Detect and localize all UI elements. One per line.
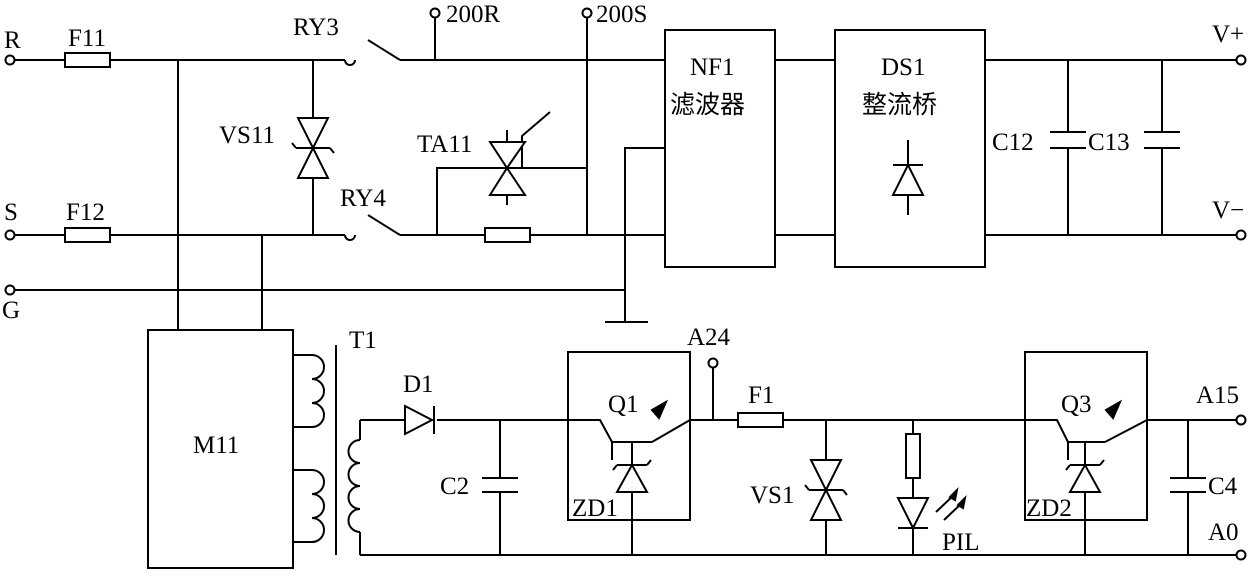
label-ry3: RY3 — [293, 14, 339, 41]
label-r: R — [4, 27, 21, 54]
vs1-symbol — [804, 459, 848, 521]
label-vplus: V+ — [1212, 21, 1244, 48]
terminal-vplus — [1235, 54, 1247, 66]
capacitor-c4-symbol — [1170, 477, 1206, 493]
q1-regulator-symbol — [567, 351, 691, 521]
diode-d1-symbol — [404, 404, 435, 436]
terminal-a24 — [707, 357, 719, 369]
triac-ta11-symbol — [488, 130, 527, 205]
terminal-s — [4, 229, 16, 241]
ds1-bridge-box — [834, 29, 986, 268]
m11-module-box — [147, 329, 294, 569]
fuse-f11-symbol — [64, 52, 111, 68]
terminal-g — [4, 284, 16, 296]
capacitor-c12-symbol — [1050, 131, 1086, 149]
label-c13: C13 — [1088, 129, 1130, 156]
relay-ry3-symbol — [344, 39, 401, 66]
label-pil: PIL — [942, 529, 980, 556]
capacitor-c2-symbol — [482, 477, 518, 493]
label-c4: C4 — [1208, 473, 1238, 500]
label-zd2: ZD2 — [1026, 495, 1072, 522]
label-vminus: V− — [1212, 197, 1244, 224]
terminal-a15 — [1235, 414, 1247, 426]
vs11-symbol — [291, 117, 335, 179]
fuse-f12-symbol — [64, 227, 111, 243]
relay-ry4-symbol — [344, 214, 401, 241]
label-ta11: TA11 — [417, 131, 472, 158]
terminal-a0 — [1235, 549, 1247, 561]
label-a0: A0 — [1208, 519, 1239, 546]
capacitor-c13-symbol — [1144, 131, 1180, 149]
label-m11: M11 — [193, 432, 239, 459]
label-q1: Q1 — [608, 391, 639, 418]
label-g: G — [2, 297, 20, 324]
label-ds1-cn: 整流桥 — [862, 90, 937, 119]
q3-regulator-symbol — [1024, 351, 1148, 521]
label-ry4: RY4 — [340, 185, 386, 212]
nf1-filter-box — [664, 29, 776, 268]
transformer-t1-symbol — [293, 345, 361, 555]
label-f12: F12 — [66, 199, 105, 226]
label-t1: T1 — [349, 327, 377, 354]
label-nf1: NF1 — [690, 54, 734, 81]
fuse-f1-symbol — [737, 412, 784, 428]
label-d1: D1 — [403, 371, 434, 398]
resistor-ta11 — [484, 227, 531, 243]
label-vs1: VS1 — [750, 482, 794, 509]
label-200r: 200R — [446, 1, 501, 28]
labels: R F11 RY3 200R 200S VS11 TA11 RY4 S F12 … — [2, 1, 1244, 556]
label-vs11: VS11 — [219, 122, 275, 149]
terminal-200r — [429, 7, 441, 19]
label-q3: Q3 — [1061, 391, 1092, 418]
label-c12: C12 — [992, 129, 1034, 156]
label-zd1: ZD1 — [572, 495, 618, 522]
wires — [14, 18, 1236, 556]
label-a15: A15 — [1196, 382, 1239, 409]
ds1-diode-symbol — [891, 140, 925, 215]
terminal-vminus — [1235, 229, 1247, 241]
label-ds1: DS1 — [881, 54, 925, 81]
label-a24: A24 — [687, 324, 731, 351]
label-s: S — [4, 199, 18, 226]
terminal-200s — [581, 7, 593, 19]
label-200s: 200S — [596, 1, 647, 28]
pil-led-symbol — [896, 433, 967, 531]
label-f11: F11 — [68, 25, 106, 52]
terminals — [4, 7, 1247, 561]
label-c2: C2 — [440, 473, 469, 500]
terminal-r — [4, 54, 16, 66]
label-nf1-cn: 滤波器 — [670, 90, 745, 119]
label-f1: F1 — [748, 382, 774, 409]
